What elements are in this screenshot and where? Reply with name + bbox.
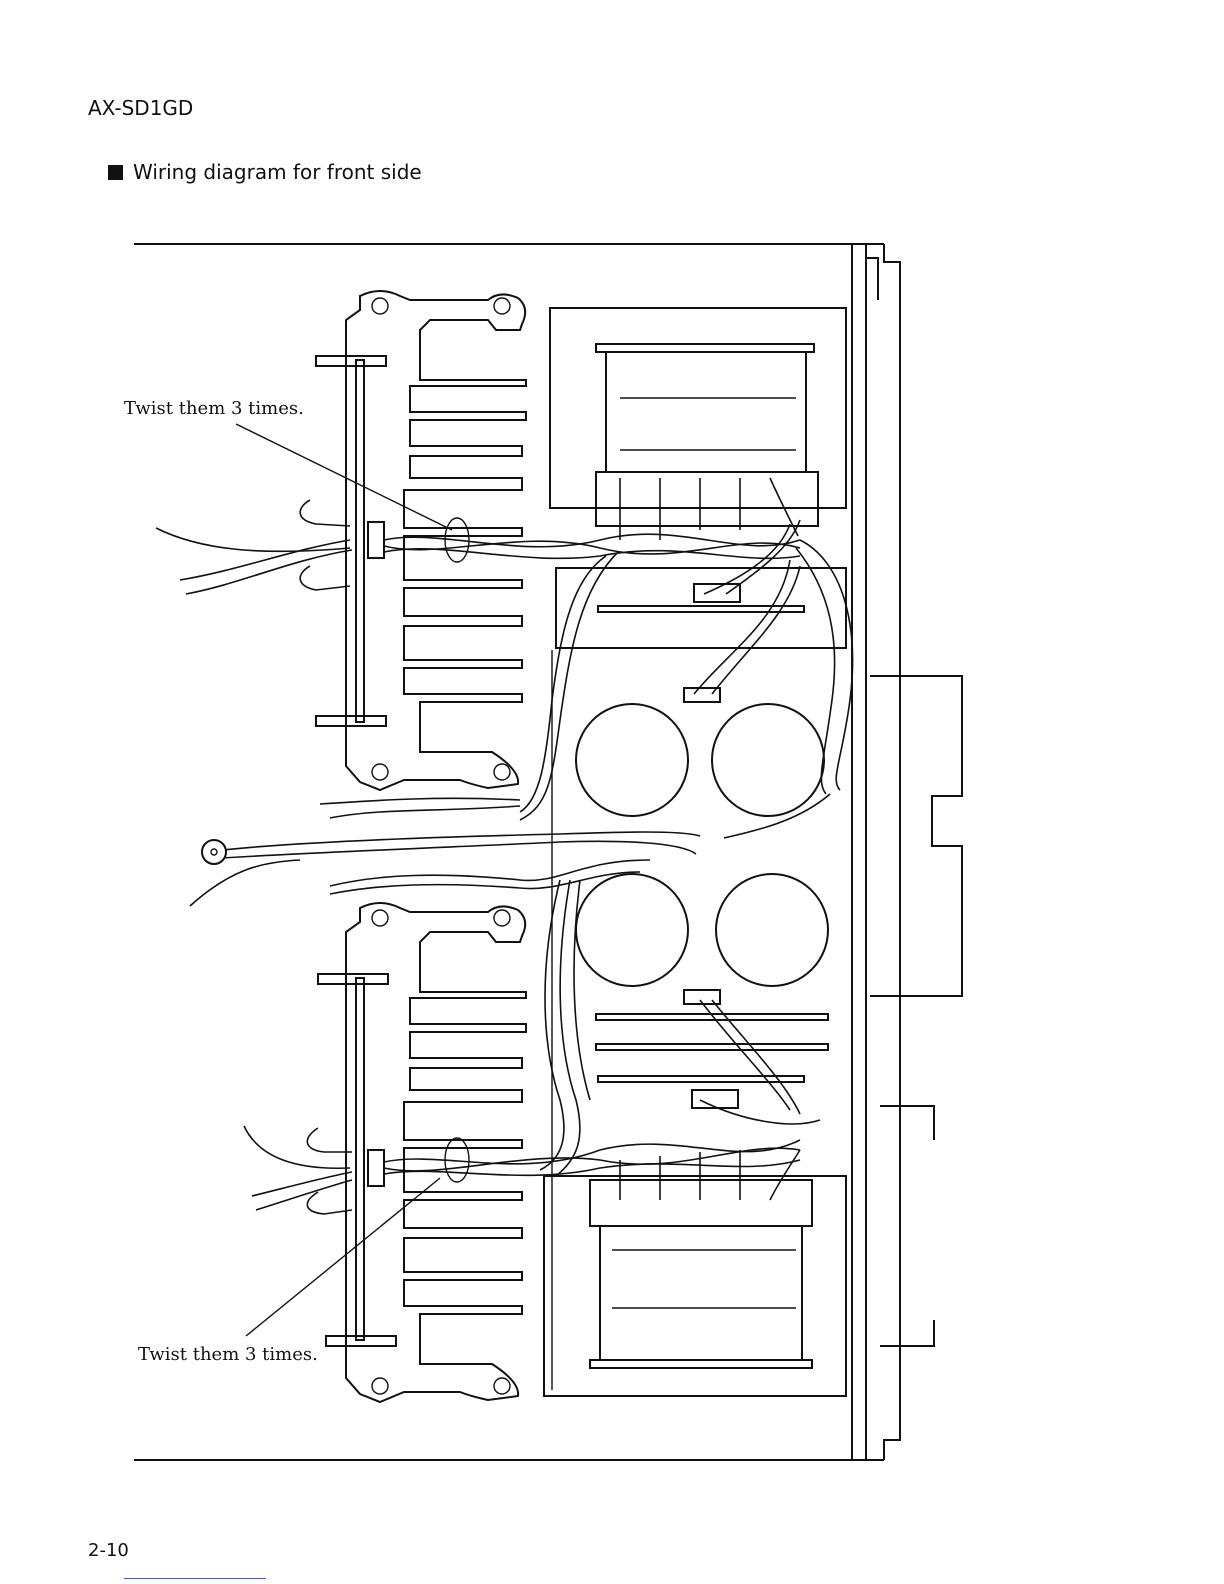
footer-rule: [124, 1578, 266, 1579]
page-number: 2-10: [88, 1540, 129, 1561]
chassis-outline: [134, 244, 962, 1460]
center-board: [544, 308, 846, 1396]
annotation-twist-top: Twist them 3 times.: [124, 398, 304, 419]
leader-line-bottom: [246, 1178, 440, 1336]
annotation-twist-bottom: Twist them 3 times.: [138, 1344, 318, 1365]
